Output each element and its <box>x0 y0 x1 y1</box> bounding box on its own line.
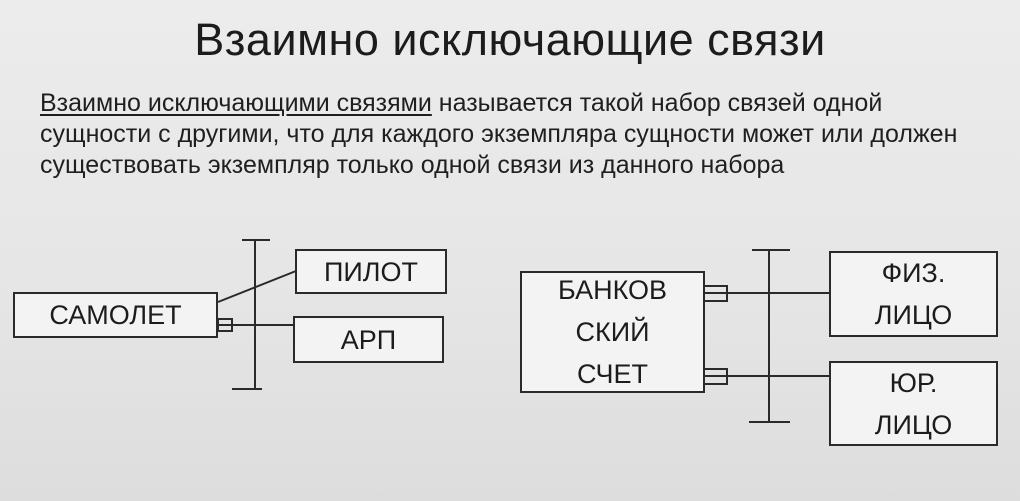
slide-title: Взаимно исключающие связи <box>194 14 826 65</box>
definition-term: Взаимно исключающими связями <box>40 89 432 117</box>
entity-arp: АРП <box>293 316 444 363</box>
entity-fiz-lico: ФИЗ. ЛИЦО <box>829 251 998 337</box>
entity-samolet: САМОЛЕТ <box>13 292 218 338</box>
entity-bank-account: БАНКОВ СКИЙ СЧЕТ <box>520 271 705 393</box>
link-samolet-pilot <box>217 270 297 303</box>
entity-yur-lico: ЮР. ЛИЦО <box>829 361 998 446</box>
definition-text: называется такой набор связей одной сущн… <box>40 89 958 179</box>
definition-paragraph: Взаимно исключающими связями называется … <box>40 88 1000 181</box>
entity-pilot: ПИЛОТ <box>295 249 447 294</box>
